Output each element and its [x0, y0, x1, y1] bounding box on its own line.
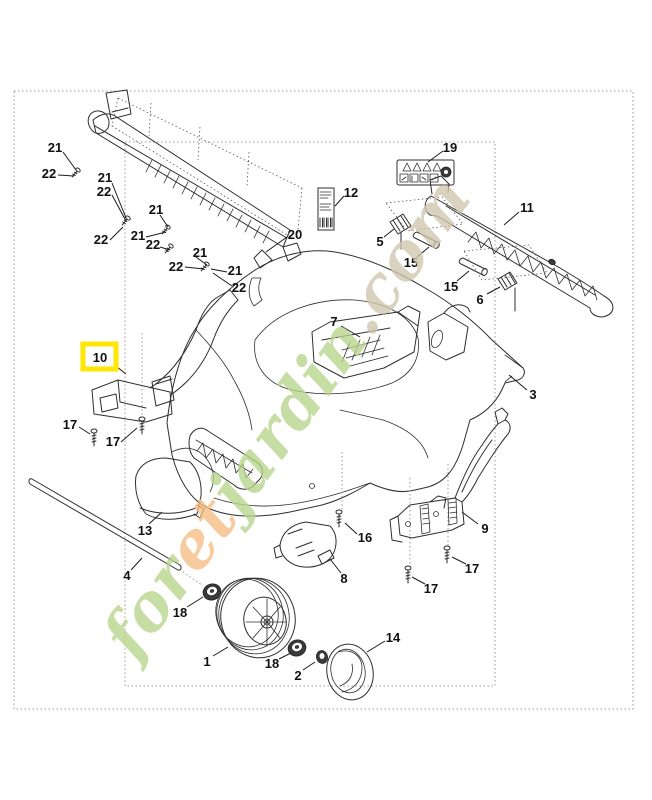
part-20-frame [87, 89, 303, 269]
part-label-7[interactable]: 7 [330, 314, 337, 329]
spring-5 [389, 213, 412, 250]
wheel-1 [215, 577, 296, 659]
part-label-21[interactable]: 21 [131, 228, 145, 243]
part-label-15[interactable]: 15 [404, 255, 418, 270]
part-9-bracket [389, 407, 511, 543]
part-label-3[interactable]: 3 [529, 387, 536, 402]
part-label-16[interactable]: 16 [358, 530, 372, 545]
part-label-22[interactable]: 22 [97, 184, 111, 199]
part-label-21[interactable]: 21 [228, 263, 242, 278]
part-label-9[interactable]: 9 [481, 521, 488, 536]
inner-dashed-border [124, 141, 496, 687]
part-label-22[interactable]: 22 [232, 280, 246, 295]
part-label-22[interactable]: 22 [42, 166, 56, 181]
part-label-2[interactable]: 2 [294, 668, 301, 683]
part-label-21[interactable]: 21 [149, 202, 163, 217]
part-label-21[interactable]: 21 [98, 170, 112, 185]
outer-dashed-border [13, 90, 634, 710]
part-label-19[interactable]: 19 [443, 140, 457, 155]
part-label-11[interactable]: 11 [520, 200, 534, 215]
mower-housing [166, 250, 525, 517]
screw-17b [138, 416, 146, 435]
part-4-axle [28, 478, 182, 571]
part-11-rail [424, 175, 614, 318]
screw-16 [335, 509, 343, 528]
part-8-mulch-plug [273, 521, 337, 568]
spring-6 [497, 271, 518, 312]
part-label-14[interactable]: 14 [386, 630, 401, 645]
part-label-21[interactable]: 21 [48, 140, 62, 155]
part-label-18[interactable]: 18 [265, 656, 279, 671]
alignment-dashes [141, 333, 449, 586]
part-label-6[interactable]: 6 [476, 292, 483, 307]
nut-2 [316, 650, 328, 664]
screw-17a [90, 428, 98, 447]
highlight-box [80, 341, 119, 372]
part-label-17[interactable]: 17 [465, 561, 479, 576]
screw-17d [404, 565, 412, 584]
screw-17c [443, 545, 451, 564]
part-label-4[interactable]: 4 [123, 568, 131, 583]
part-label-17[interactable]: 17 [63, 417, 77, 432]
part-label-18[interactable]: 18 [173, 605, 187, 620]
part-7-tray [311, 305, 421, 379]
sticker-12-barcode-label [317, 187, 335, 231]
part-label-13[interactable]: 13 [138, 523, 152, 538]
part-label-10[interactable]: 10 [93, 350, 107, 365]
part-13-cover [135, 457, 205, 520]
part-label-17[interactable]: 17 [106, 434, 120, 449]
part-label-1[interactable]: 1 [203, 654, 210, 669]
part-label-22[interactable]: 22 [146, 237, 160, 252]
leader-lines [57, 150, 528, 671]
part-label-20[interactable]: 20 [288, 227, 302, 242]
bearing-18b [287, 639, 307, 657]
sticker-19-warning-label [396, 159, 455, 186]
part-10-bracket [91, 289, 239, 423]
bearing-18a [202, 583, 222, 601]
screws-21-22 [71, 167, 210, 272]
pin-15b [458, 257, 488, 276]
part-label-8[interactable]: 8 [340, 571, 347, 586]
phantom-plane-5 [385, 196, 464, 232]
part-label-12[interactable]: 12 [344, 185, 358, 200]
part-label-5[interactable]: 5 [376, 234, 383, 249]
part-label-17[interactable]: 17 [424, 581, 438, 596]
part-label-22[interactable]: 22 [169, 259, 183, 274]
pin-15a [412, 231, 440, 249]
part-label-21[interactable]: 21 [193, 245, 207, 260]
hubcap-14 [326, 643, 374, 701]
part-label-22[interactable]: 22 [94, 232, 108, 247]
part-label-15[interactable]: 15 [444, 279, 458, 294]
